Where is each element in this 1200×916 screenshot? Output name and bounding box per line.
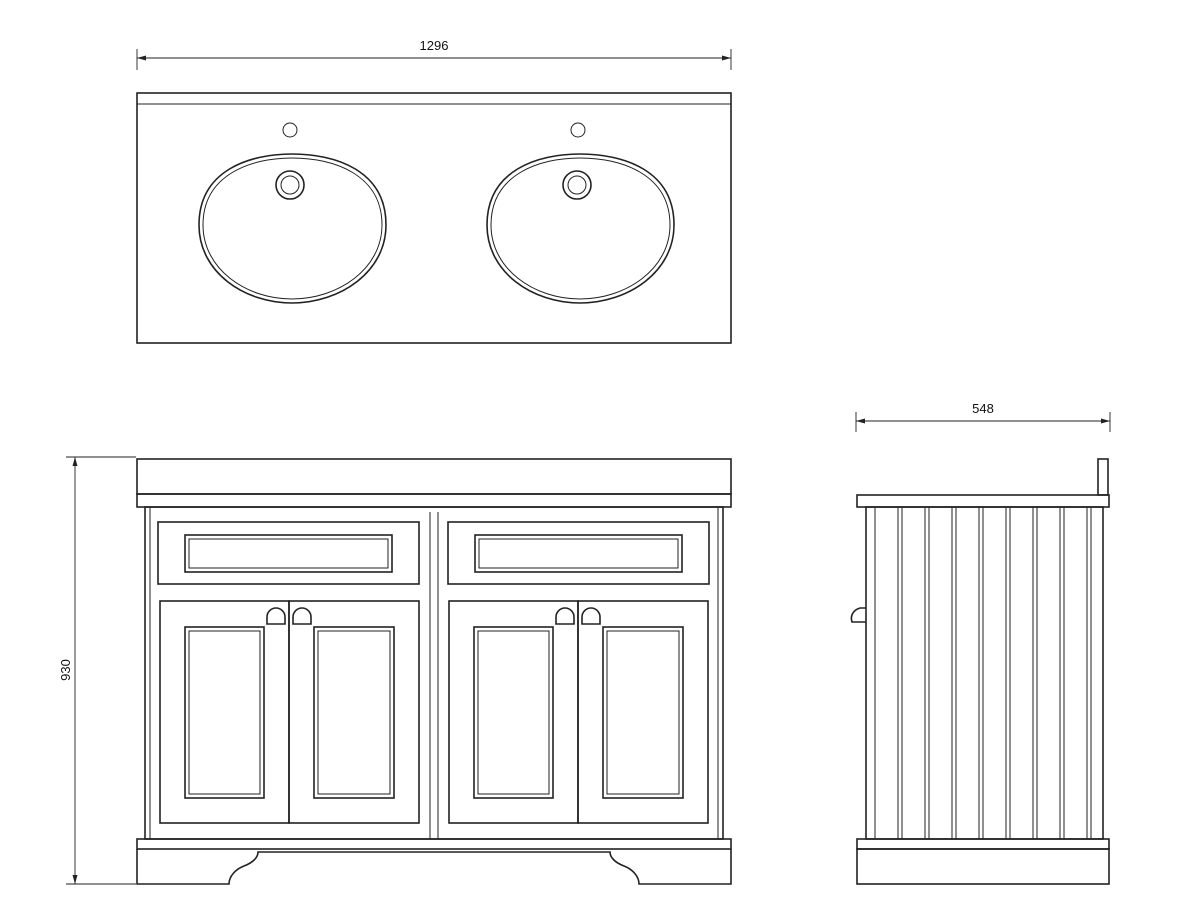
- tap-hole-left: [282, 122, 298, 138]
- door-3: [448, 600, 579, 824]
- side-worktop: [856, 494, 1110, 508]
- door-1: [159, 600, 290, 824]
- left-basin: [198, 122, 387, 304]
- side-upstand: [1097, 458, 1109, 496]
- side-base: [856, 848, 1110, 885]
- basin-bowl-left: [198, 153, 387, 304]
- height-dimension-line: [66, 456, 136, 885]
- worktop-front: [136, 493, 732, 508]
- plinth-base: [136, 849, 732, 885]
- door-4: [577, 600, 709, 824]
- plinth: [136, 838, 732, 850]
- top-view: 1296: [136, 38, 732, 344]
- basin-bowl-right: [486, 153, 675, 304]
- height-dimension-label: 930: [58, 659, 73, 681]
- side-plinth: [856, 838, 1110, 850]
- depth-dimension-line: [855, 412, 1111, 432]
- handle-2: [292, 607, 312, 625]
- drawer-right: [447, 521, 710, 585]
- front-view: 930: [58, 456, 732, 885]
- side-view: 548: [850, 401, 1111, 885]
- tongue-and-groove-boards: [874, 507, 1092, 839]
- drain-right: [562, 170, 592, 200]
- door-2: [288, 600, 420, 824]
- side-handle-profile: [850, 607, 866, 623]
- drawer-left: [157, 521, 420, 585]
- handle-1: [266, 607, 286, 625]
- right-basin: [486, 122, 675, 304]
- cabinet-body: [144, 506, 724, 840]
- countertop-outline: [136, 92, 732, 344]
- handle-3: [555, 607, 575, 625]
- width-dimension-label: 1296: [420, 38, 449, 53]
- depth-dimension-label: 548: [972, 401, 994, 416]
- tap-hole-right: [570, 122, 586, 138]
- handle-4: [581, 607, 601, 625]
- width-dimension-line: [136, 49, 732, 70]
- drain-left: [275, 170, 305, 200]
- splashback: [136, 458, 732, 495]
